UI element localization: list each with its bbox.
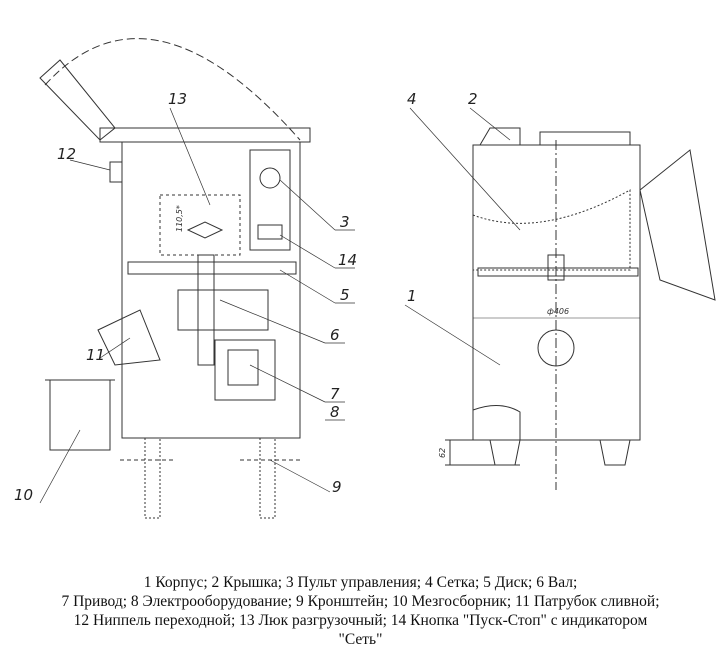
nipple — [109, 161, 123, 183]
hatch-height-dimension: 110,5* — [175, 205, 184, 232]
caption-line-2: 7 Привод; 8 Электрооборудование; 9 Кронш… — [61, 593, 660, 610]
callout-6: 6 — [330, 326, 340, 344]
callout-labels: 13 12 3 14 5 6 11 7 8 10 9 4 2 1 110,5* … — [14, 90, 569, 504]
callout-12: 12 — [57, 145, 76, 163]
caption-line-3: 12 Ниппель переходной; 13 Люк разгрузочн… — [73, 612, 648, 629]
callout-4: 4 — [407, 90, 417, 108]
control-panel — [249, 149, 291, 251]
disc — [127, 261, 297, 275]
callout-8: 8 — [330, 403, 340, 421]
callout-1: 1 — [407, 287, 417, 305]
body — [121, 141, 301, 439]
juicer-technical-drawing: 13 12 3 14 5 6 11 7 8 10 9 4 2 1 110,5* … — [14, 38, 716, 519]
diameter-dimension: ф406 — [547, 307, 569, 316]
side-handle — [639, 149, 716, 301]
callout-9: 9 — [332, 478, 342, 496]
caption-line-4: "Сеть" — [338, 631, 383, 648]
unloading-hatch — [159, 194, 241, 256]
shaft — [197, 254, 215, 366]
callout-3: 3 — [340, 213, 350, 231]
lid-swing-arc — [44, 38, 301, 141]
callout-13: 13 — [168, 90, 187, 108]
callout-10: 10 — [14, 486, 33, 504]
side-view — [445, 127, 716, 490]
drain-pipe — [97, 309, 161, 366]
callout-2: 2 — [468, 90, 478, 108]
lid — [99, 127, 311, 143]
lid-side — [479, 127, 521, 146]
pulp-collector — [49, 379, 111, 451]
figure-caption: 1 Корпус; 2 Крышка; 3 Пульт управления; … — [0, 573, 721, 649]
callout-7: 7 — [330, 385, 340, 403]
callout-5: 5 — [340, 286, 350, 304]
motor — [214, 339, 276, 401]
callout-14: 14 — [338, 251, 357, 269]
front-view — [39, 38, 311, 519]
callout-11: 11 — [86, 346, 105, 364]
sieve — [472, 189, 631, 271]
caption-line-1: 1 Корпус; 2 Крышка; 3 Пульт управления; … — [143, 574, 578, 591]
leg-height-dimension: 62 — [438, 448, 447, 458]
